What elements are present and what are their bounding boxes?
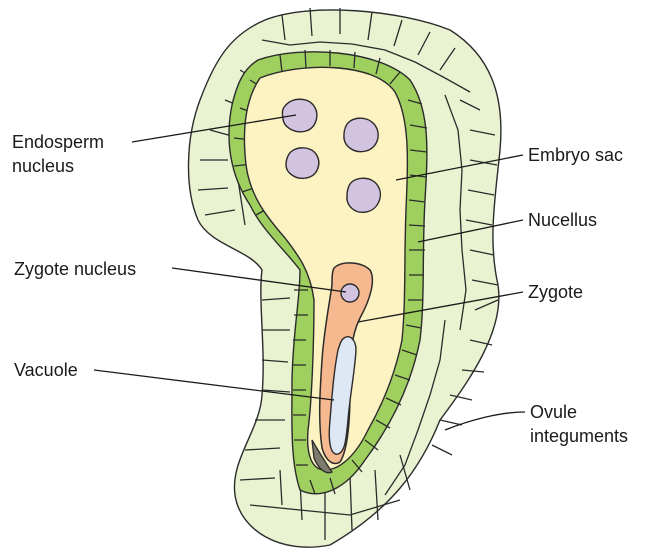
endosperm-nucleus-1: [282, 99, 316, 132]
label-embryo-sac: Embryo sac: [528, 145, 623, 165]
endosperm-nucleus-2: [344, 118, 378, 151]
label-ovule-integuments-line2: integuments: [530, 426, 628, 446]
label-zygote-nucleus: Zygote nucleus: [14, 259, 136, 279]
label-nucellus: Nucellus: [528, 210, 597, 230]
label-ovule-integuments-line1: Ovule: [530, 402, 577, 422]
label-endosperm-nucleus-line2: nucleus: [12, 156, 74, 176]
label-zygote: Zygote: [528, 282, 583, 302]
zygote-nucleus: [341, 284, 359, 302]
label-endosperm-nucleus-line1: Endosperm: [12, 132, 104, 152]
label-vacuole: Vacuole: [14, 360, 78, 380]
endosperm-nucleus-4: [347, 178, 380, 212]
endosperm-nucleus-3: [286, 148, 319, 179]
leader-ovule-integuments: [445, 412, 525, 430]
